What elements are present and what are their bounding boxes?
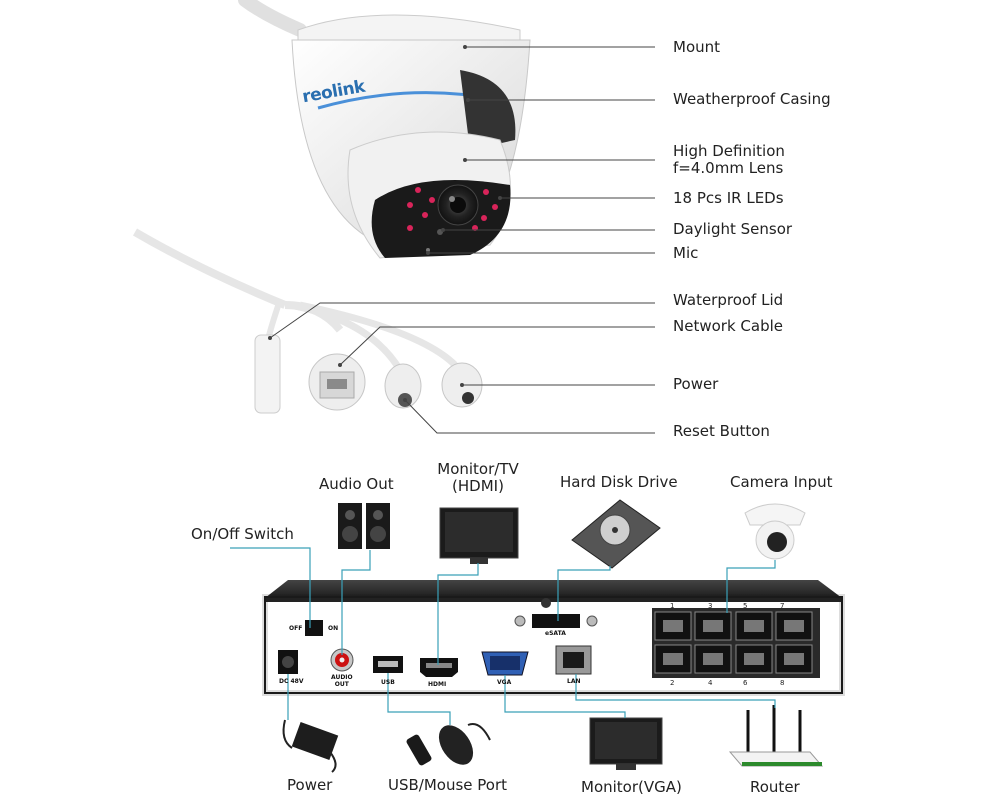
power-adapter-icon bbox=[282, 719, 339, 773]
port-number-bottom-4: 4 bbox=[708, 679, 713, 687]
router-icon bbox=[728, 705, 824, 767]
port-number-top-1: 1 bbox=[670, 602, 675, 610]
ir-leds bbox=[407, 187, 498, 231]
label-lens: High Definition f=4.0mm Lens bbox=[673, 142, 785, 177]
waterproof-lid-shape bbox=[254, 334, 281, 414]
hdmi-monitor-icon bbox=[439, 507, 519, 564]
mic-dot bbox=[426, 248, 430, 252]
hard-disk-icon bbox=[571, 499, 661, 569]
speakers-icon bbox=[338, 503, 390, 549]
label-camera-input: Camera Input bbox=[730, 473, 833, 491]
nvr-body bbox=[262, 580, 845, 696]
panel-label-off: OFF bbox=[289, 625, 303, 632]
port-number-top-3: 3 bbox=[708, 602, 713, 610]
label-mount: Mount bbox=[673, 38, 721, 56]
camera-leader-lines bbox=[268, 45, 655, 434]
label-waterproof-lid: Waterproof Lid bbox=[673, 291, 784, 309]
nvr-leader-lines bbox=[230, 547, 776, 725]
panel-label-on: ON bbox=[328, 625, 339, 632]
label-power: Power bbox=[673, 375, 719, 393]
port-number-bottom-2: 2 bbox=[670, 679, 675, 687]
vga-monitor-icon bbox=[589, 717, 663, 770]
label-on-off-switch: On/Off Switch bbox=[191, 525, 294, 543]
label-ir-leds: 18 Pcs IR LEDs bbox=[673, 189, 784, 207]
label-reset-button: Reset Button bbox=[673, 422, 770, 440]
label-router: Router bbox=[750, 778, 800, 796]
port-number-top-5: 5 bbox=[743, 602, 748, 610]
port-number-top-7: 7 bbox=[780, 602, 785, 610]
camera-cables bbox=[132, 228, 483, 414]
port-number-bottom-8: 8 bbox=[780, 679, 785, 687]
label-daylight-sensor: Daylight Sensor bbox=[673, 220, 793, 238]
panel-label-dc: DC 48V bbox=[279, 678, 304, 685]
label-monitor-vga: Monitor(VGA) bbox=[581, 778, 682, 796]
port-number-bottom-6: 6 bbox=[743, 679, 748, 687]
panel-label-lan: LAN bbox=[567, 678, 581, 685]
panel-label-usb: USB bbox=[381, 679, 395, 686]
label-audio-out: Audio Out bbox=[319, 475, 394, 493]
label-nvr-power: Power bbox=[287, 776, 333, 794]
camera-input-icon bbox=[744, 503, 806, 560]
panel-label-esata: eSATA bbox=[545, 630, 566, 637]
label-usb-mouse-port: USB/Mouse Port bbox=[388, 776, 508, 794]
label-weatherproof-casing: Weatherproof Casing bbox=[673, 90, 831, 108]
panel-label-hdmi: HDMI bbox=[428, 681, 447, 688]
label-network-cable: Network Cable bbox=[673, 317, 783, 335]
label-monitor-tv: Monitor/TV (HDMI) bbox=[437, 460, 519, 495]
usb-mouse-icon bbox=[406, 723, 491, 766]
dome-camera bbox=[238, 0, 531, 259]
label-mic: Mic bbox=[673, 244, 699, 262]
label-hard-disk-drive: Hard Disk Drive bbox=[560, 473, 678, 491]
panel-label-vga: VGA bbox=[497, 679, 512, 686]
panel-label-audio-out: AUDIO OUT bbox=[331, 674, 353, 688]
